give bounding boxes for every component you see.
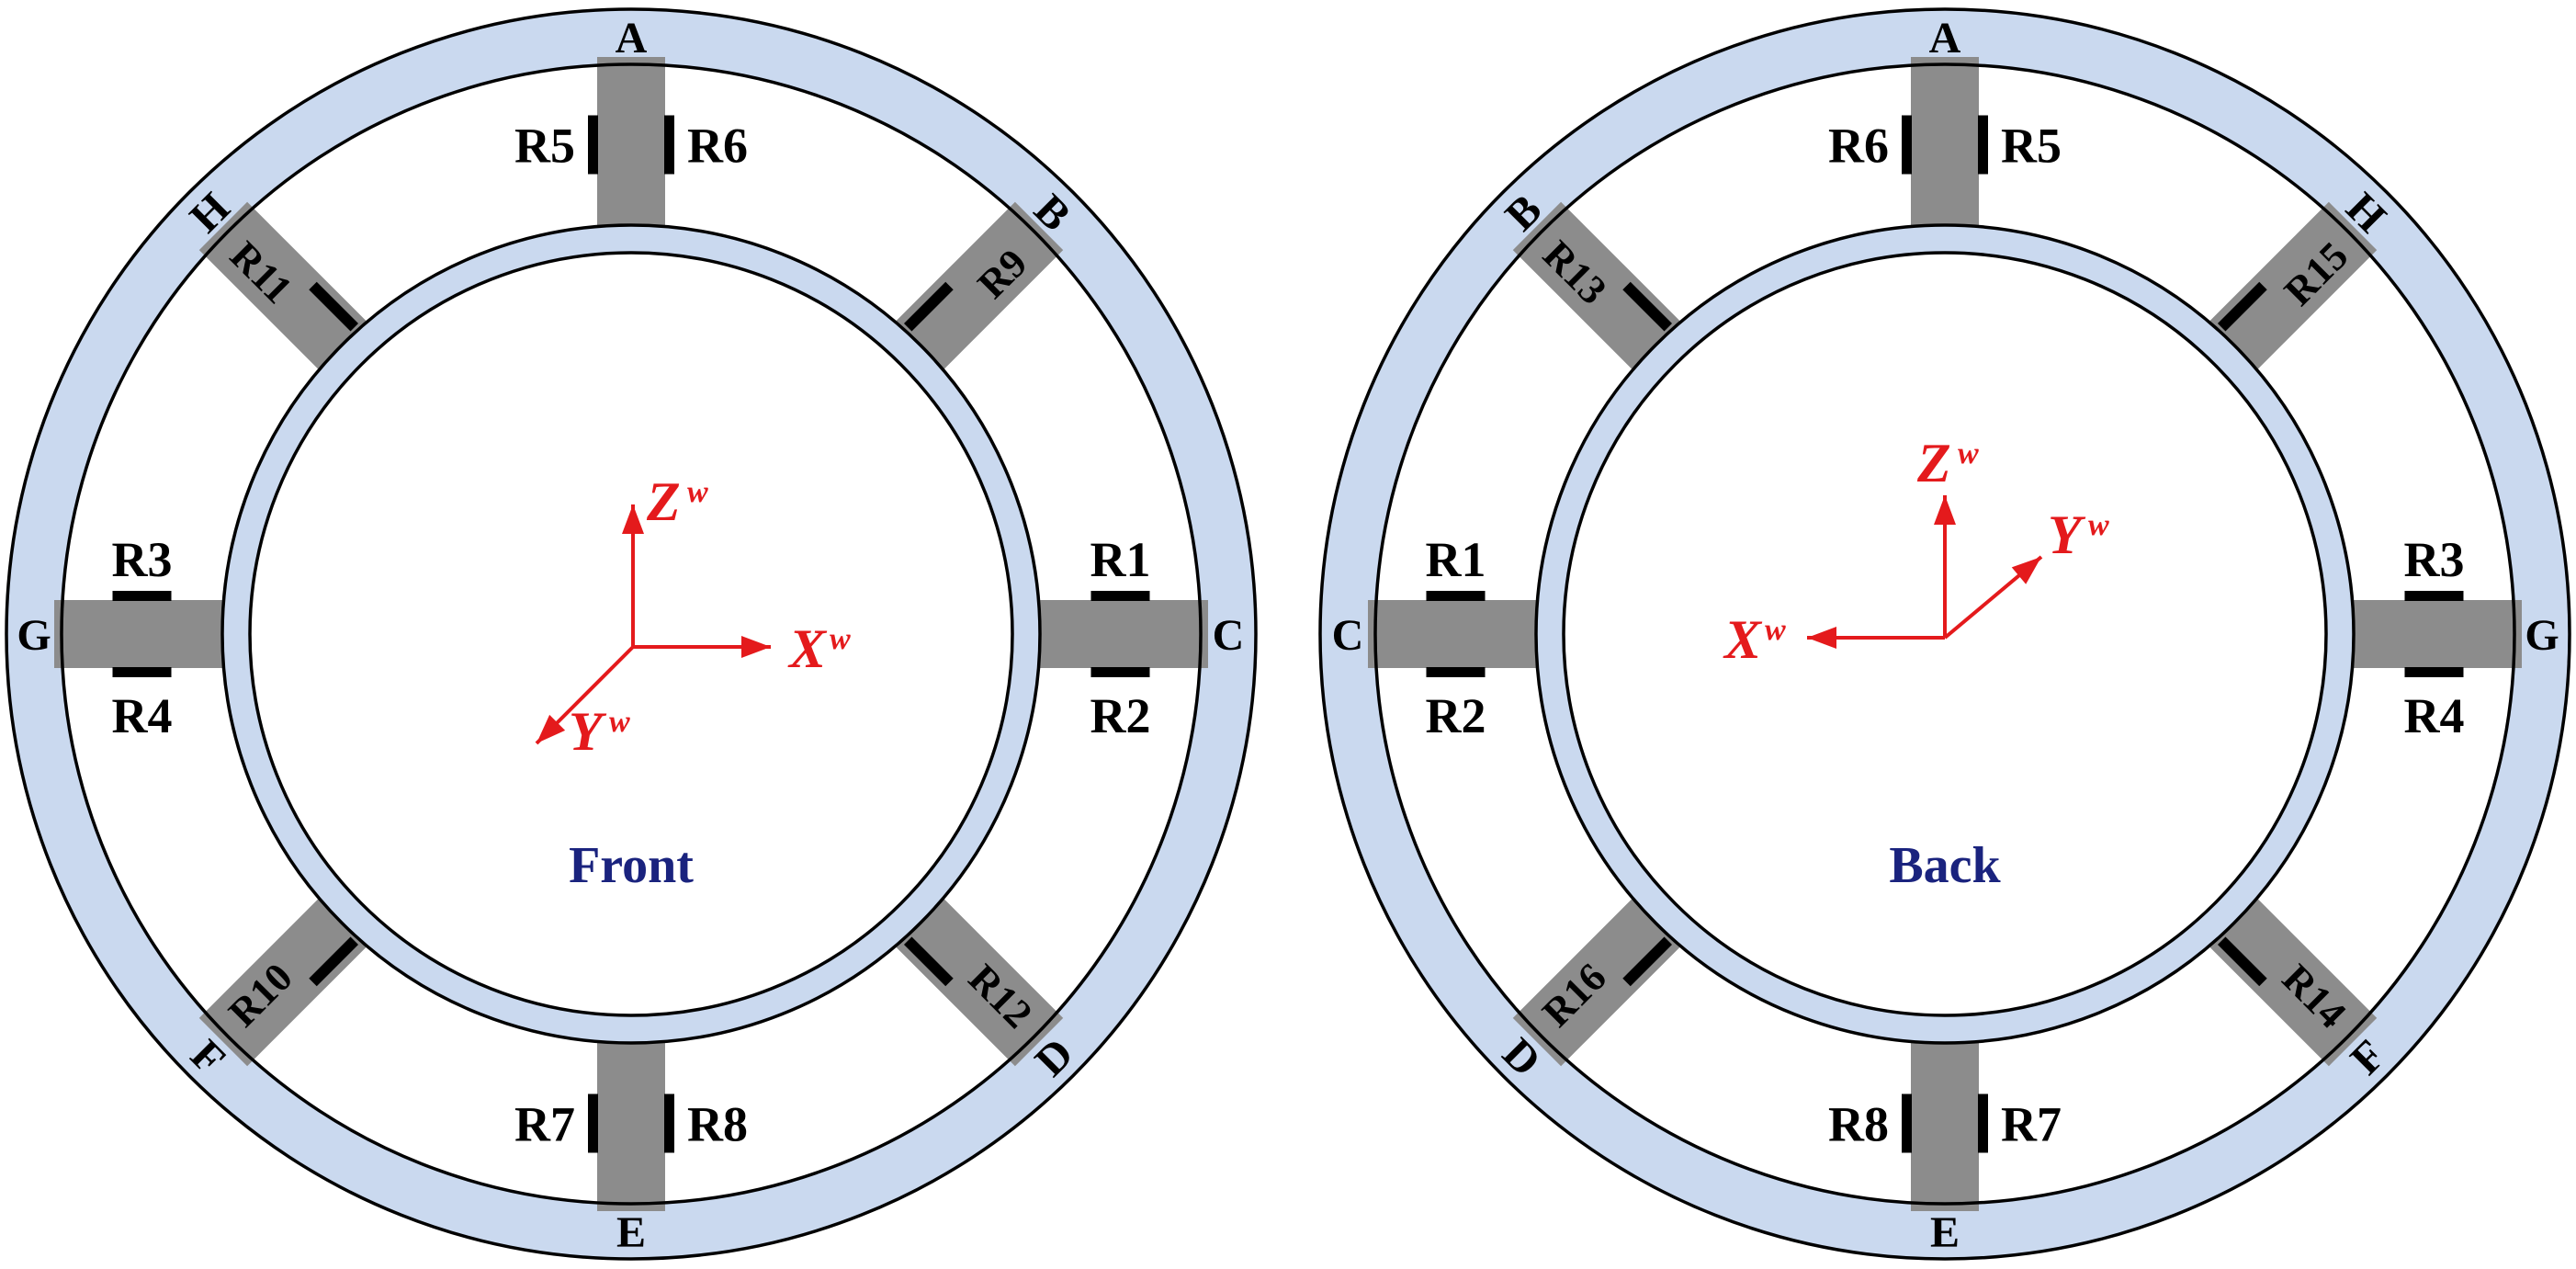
gauge-label: R3	[112, 532, 173, 587]
node-label-left: C	[1332, 611, 1364, 660]
beam-bottom	[1911, 1034, 1979, 1211]
x-axis-label: X	[1723, 609, 1763, 670]
node-label-right: G	[2525, 611, 2559, 660]
node-label-right: C	[1213, 611, 1245, 660]
strain-gauge	[112, 667, 172, 677]
gauge-label: R8	[1828, 1097, 1889, 1152]
strain-gauge	[903, 936, 954, 987]
strain-gauge	[664, 115, 674, 175]
beam-bottom-right	[2203, 892, 2378, 1067]
node-label-left: G	[17, 611, 51, 660]
strain-gauge	[2217, 936, 2267, 987]
gauge-label: R4	[112, 688, 173, 743]
strain-gauge	[1622, 281, 1673, 332]
strain-gauge	[112, 591, 172, 601]
beam-left	[54, 600, 232, 668]
beam-right	[2344, 600, 2522, 668]
node-label-top: A	[616, 14, 648, 62]
strain-gauge	[1426, 667, 1486, 677]
gauge-label: R5	[514, 119, 575, 174]
gauge-label: R3	[2404, 532, 2465, 587]
node-label-bottom: E	[1930, 1208, 1960, 1257]
z-axis-label: Z	[1916, 433, 1951, 493]
gauge-label: R7	[2001, 1097, 2062, 1152]
beam-bottom-right	[889, 892, 1064, 1067]
beam-top-right	[889, 201, 1064, 376]
strain-gauge	[903, 281, 954, 332]
view-title: Front	[569, 837, 694, 894]
strain-gauge	[1902, 1093, 1912, 1153]
view-title: Back	[1889, 837, 2001, 894]
strain-gauge	[1978, 115, 1988, 175]
strain-gauge	[2404, 667, 2464, 677]
gauge-label: R6	[1828, 119, 1889, 174]
beam-top	[597, 57, 665, 234]
gauge-label: R2	[1426, 688, 1486, 743]
gauge-label: R2	[1090, 688, 1151, 743]
x-axis-label: X	[787, 618, 828, 679]
y-axis-label-superscript: w	[609, 705, 630, 739]
strain-gauge	[2217, 281, 2267, 332]
beam-top-right	[2203, 201, 2378, 376]
strain-gauge	[309, 281, 359, 332]
gauge-label: R8	[687, 1097, 748, 1152]
z-axis-label-superscript: w	[1958, 436, 1979, 470]
node-label-bottom: E	[616, 1208, 646, 1257]
gauge-label: R6	[687, 119, 748, 174]
beam-right	[1031, 600, 1208, 668]
strain-gauge	[1090, 667, 1150, 677]
beam-top	[1911, 57, 1979, 234]
beam-bottom	[597, 1034, 665, 1211]
gauge-label: R1	[1090, 532, 1151, 587]
beam-bottom-left	[1512, 892, 1687, 1067]
node-label-top: A	[1929, 14, 1961, 62]
strain-gauge	[1902, 115, 1912, 175]
x-axis-label-superscript: w	[1765, 613, 1786, 647]
strain-gauge	[664, 1093, 674, 1153]
strain-gauge	[1978, 1093, 1988, 1153]
strain-gauge	[1426, 591, 1486, 601]
strain-gauge	[309, 936, 359, 987]
z-axis-label: Z	[646, 471, 681, 532]
gauge-label: R4	[2404, 688, 2465, 743]
z-axis-label-superscript: w	[687, 475, 708, 509]
gauge-label: R5	[2001, 119, 2062, 174]
beam-bottom-left	[198, 892, 373, 1067]
strain-gauge	[1090, 591, 1150, 601]
strain-gauge	[588, 115, 598, 175]
beam-top-left	[1512, 201, 1687, 376]
y-axis-label-superscript: w	[2088, 508, 2109, 542]
strain-gauge	[2404, 591, 2464, 601]
beam-left	[1368, 600, 1545, 668]
strain-gauge	[588, 1093, 598, 1153]
y-axis-label: Y	[2048, 504, 2086, 565]
y-axis-label: Y	[569, 701, 607, 762]
gauge-label: R7	[514, 1097, 575, 1152]
x-axis-label-superscript: w	[830, 622, 851, 656]
gauge-label: R1	[1426, 532, 1486, 587]
beam-top-left	[198, 201, 373, 376]
strain-gauge	[1622, 936, 1673, 987]
